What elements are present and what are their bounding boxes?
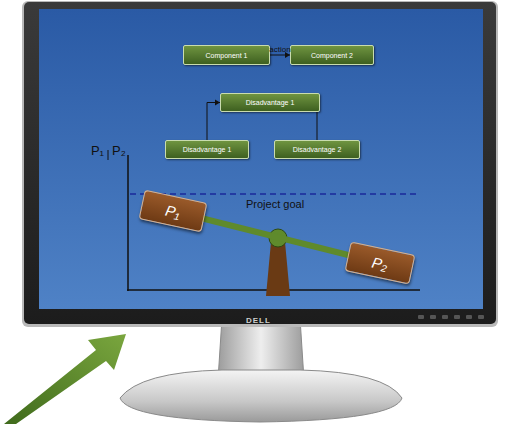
node-text: P₂: [371, 253, 390, 273]
axis-label: P₁: [91, 143, 104, 158]
node-text: Disadvantage 1: [183, 146, 232, 153]
component-box: Component 2: [290, 45, 374, 65]
brand-logo: DELL: [246, 316, 271, 325]
node-text: Disadvantage 2: [293, 146, 342, 153]
axis-label: P₂: [112, 143, 126, 158]
disadvantage-box: Disadvantage 2: [274, 140, 360, 159]
node-text: Disadvantage 1: [246, 99, 295, 106]
disadvantage-box: Disadvantage 1: [220, 93, 320, 112]
goal-label: Project goal: [246, 198, 304, 210]
node-text: Component 2: [311, 52, 353, 59]
disadvantage-box: Disadvantage 1: [165, 140, 249, 159]
connector: [207, 100, 220, 141]
edge-label: action: [269, 45, 290, 54]
component-box: Component 1: [183, 45, 270, 65]
node-text: P₁: [164, 201, 182, 221]
node-text: Component 1: [205, 52, 247, 59]
